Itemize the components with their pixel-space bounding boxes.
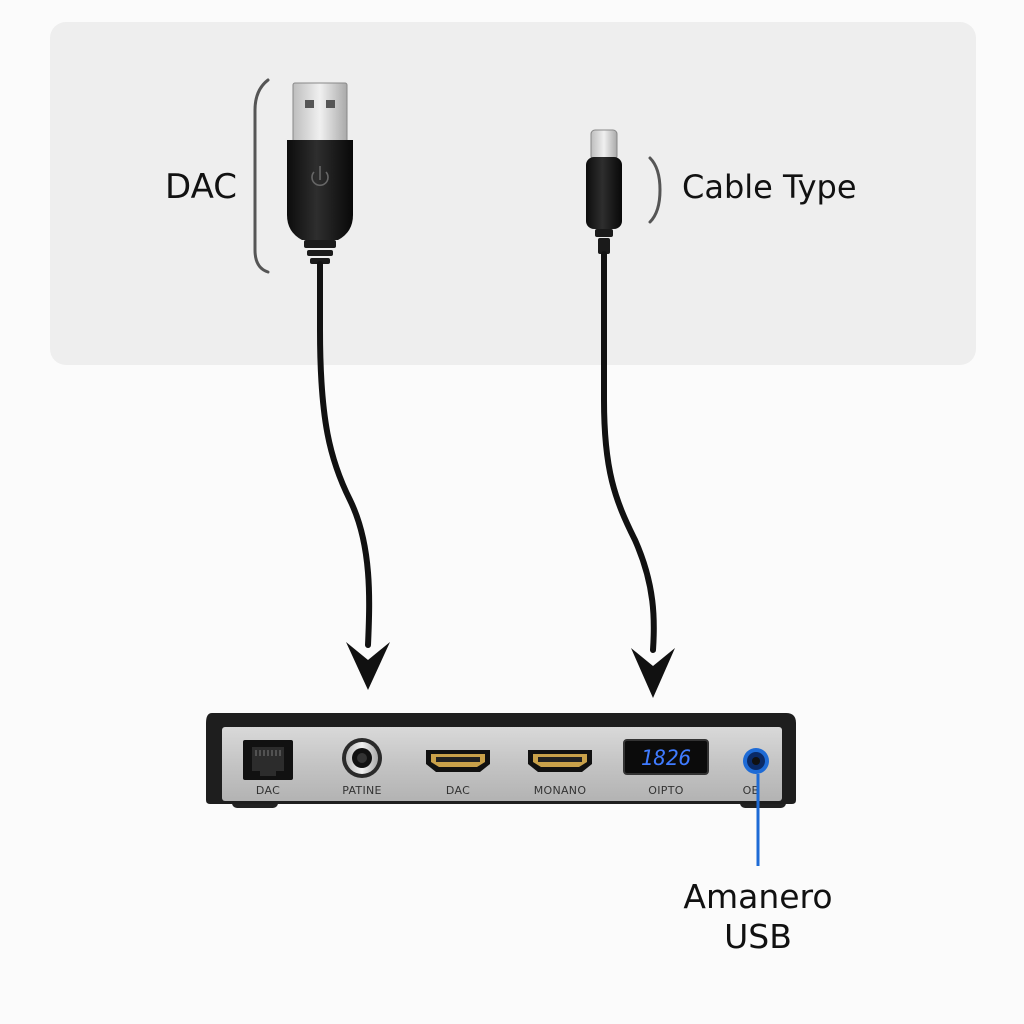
left-cable-label: DAC: [165, 167, 237, 207]
strain-relief: [304, 240, 336, 248]
power-icon: [311, 166, 329, 187]
hdmi-port-icon: [426, 750, 490, 772]
optical-port-icon: [743, 748, 769, 774]
output-label-line1: Amanero: [683, 877, 832, 916]
left-cable-line: [317, 261, 373, 648]
ethernet-port-icon: [243, 740, 293, 780]
output-label-line2: USB: [724, 917, 792, 956]
port-label-jack: PATINE: [342, 784, 382, 797]
top-panel: [50, 22, 976, 365]
right-cable-line: [601, 251, 657, 653]
usb-a-contact-hole: [326, 100, 335, 108]
usb-a-cable: [253, 78, 390, 690]
port-label-optical: OB: [743, 784, 760, 797]
dac-device: DAC PATINE DAC MONANO 1826 OIPTO: [206, 713, 796, 808]
port-label-hdmi-2: MONANO: [534, 784, 587, 797]
right-arrow-head: [631, 648, 675, 698]
port-label-ethernet: DAC: [256, 784, 280, 797]
display-icon: 1826: [623, 739, 709, 775]
audio-jack-icon: [342, 738, 382, 778]
right-bracket: [648, 156, 662, 224]
right-cable-label: Cable Type: [682, 168, 857, 206]
port-label-hdmi-1: DAC: [446, 784, 470, 797]
usb-c-cable: [586, 129, 675, 698]
usb-a-contact-hole: [305, 100, 314, 108]
hdmi-port-icon: [528, 750, 592, 772]
usb-c-metal-tip: [590, 129, 618, 161]
left-arrow-head: [346, 642, 390, 690]
left-bracket: [253, 78, 270, 274]
display-readout: 1826: [641, 746, 692, 770]
usb-a-plug-body: [287, 140, 353, 240]
usb-c-plug-body: [586, 157, 622, 229]
usb-a-metal-tip: [292, 82, 348, 144]
port-label-display: OIPTO: [648, 784, 683, 797]
